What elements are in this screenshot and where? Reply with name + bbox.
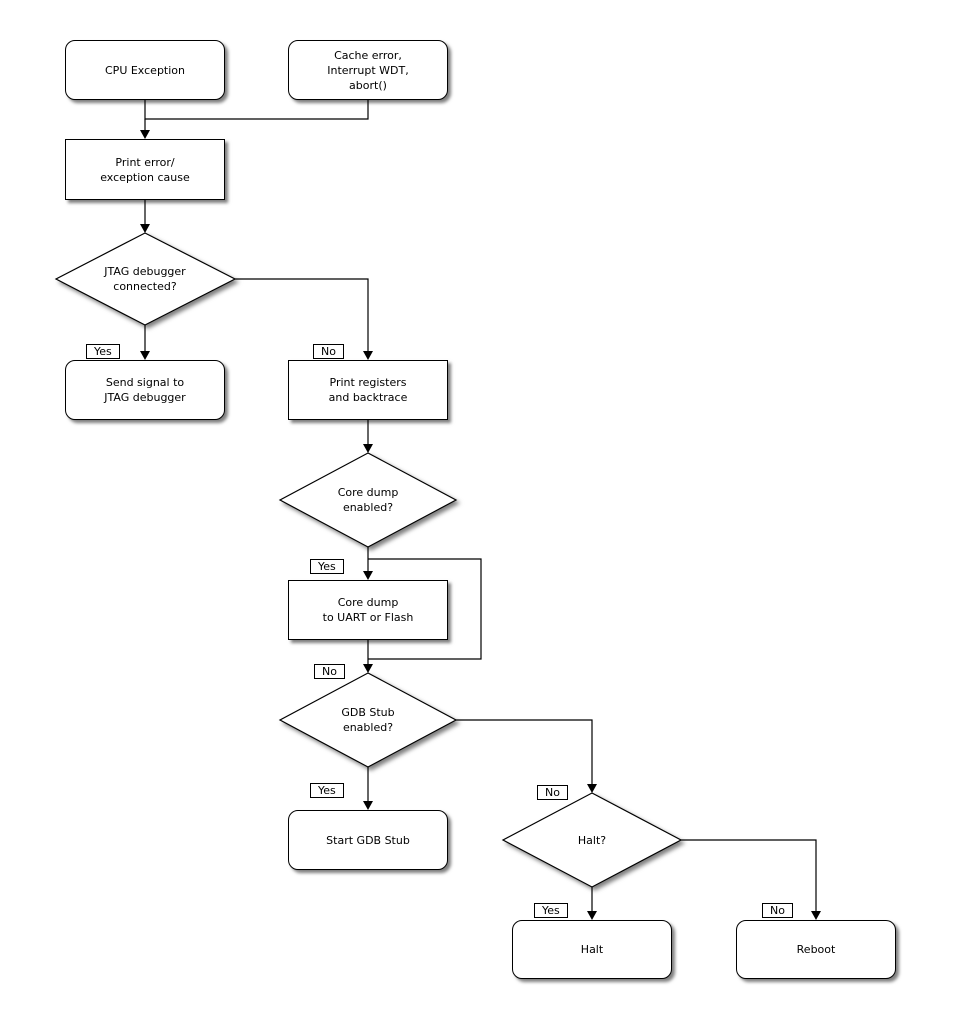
edge-label-jtag-no: No	[313, 344, 344, 359]
edge-label-halt-yes: Yes	[534, 903, 568, 918]
edge-label-core-dump-yes: Yes	[310, 559, 344, 574]
diamond-label-halt-question: Halt?	[577, 833, 607, 847]
edge-jtag-no	[235, 278, 369, 352]
arrow-into-halt-diamond	[587, 784, 597, 793]
diamond-gdb-stub-enabled	[278, 672, 458, 768]
arrow-into-start-gdb	[363, 801, 373, 810]
arrow-into-send-signal	[140, 351, 150, 360]
node-print-registers: Print registers and backtrace	[288, 360, 448, 420]
node-reboot: Reboot	[736, 920, 896, 979]
diamond-core-dump-enabled	[278, 452, 458, 548]
arrow-into-reboot-box	[811, 911, 821, 920]
edge-label-gdb-stub-no: No	[537, 785, 568, 800]
diamond-label-gdb-stub-enabled: GDB Stub enabled?	[341, 706, 395, 734]
diamond-label-core-dump-enabled: Core dump enabled?	[337, 486, 399, 514]
edge-halt-no	[681, 839, 817, 912]
edge-gdb-no	[456, 719, 593, 785]
edge-label-core-dump-no: No	[314, 664, 345, 679]
node-core-dump-uart-flash: Core dump to UART or Flash	[288, 580, 448, 640]
arrow-into-jtag-diamond	[140, 224, 150, 233]
diamond-halt-question	[501, 792, 683, 888]
node-send-signal-jtag: Send signal to JTAG debugger	[65, 360, 225, 420]
edge-label-gdb-stub-yes: Yes	[310, 783, 344, 798]
arrow-into-gdb-diamond	[363, 664, 373, 673]
node-start-gdb-stub: Start GDB Stub	[288, 810, 448, 870]
arrow-into-coredump-diamond	[363, 444, 373, 453]
arrow-into-print-regs	[363, 351, 373, 360]
arrow-into-coredump-box	[363, 571, 373, 580]
node-cache-error: Cache error, Interrupt WDT, abort()	[288, 40, 448, 100]
node-cpu-exception: CPU Exception	[65, 40, 225, 100]
arrow-into-halt-box	[587, 911, 597, 920]
edge-sources-join	[144, 100, 369, 120]
arrow-into-print-error	[140, 130, 150, 139]
edge-coredump-no-bypass	[368, 558, 482, 660]
diamond-label-jtag-connected: JTAG debugger connected?	[104, 265, 186, 293]
node-print-error-cause: Print error/ exception cause	[65, 139, 225, 200]
edge-label-jtag-yes: Yes	[86, 344, 120, 359]
node-halt: Halt	[512, 920, 672, 979]
edge-label-halt-no: No	[762, 903, 793, 918]
diamond-jtag-connected	[54, 232, 237, 326]
